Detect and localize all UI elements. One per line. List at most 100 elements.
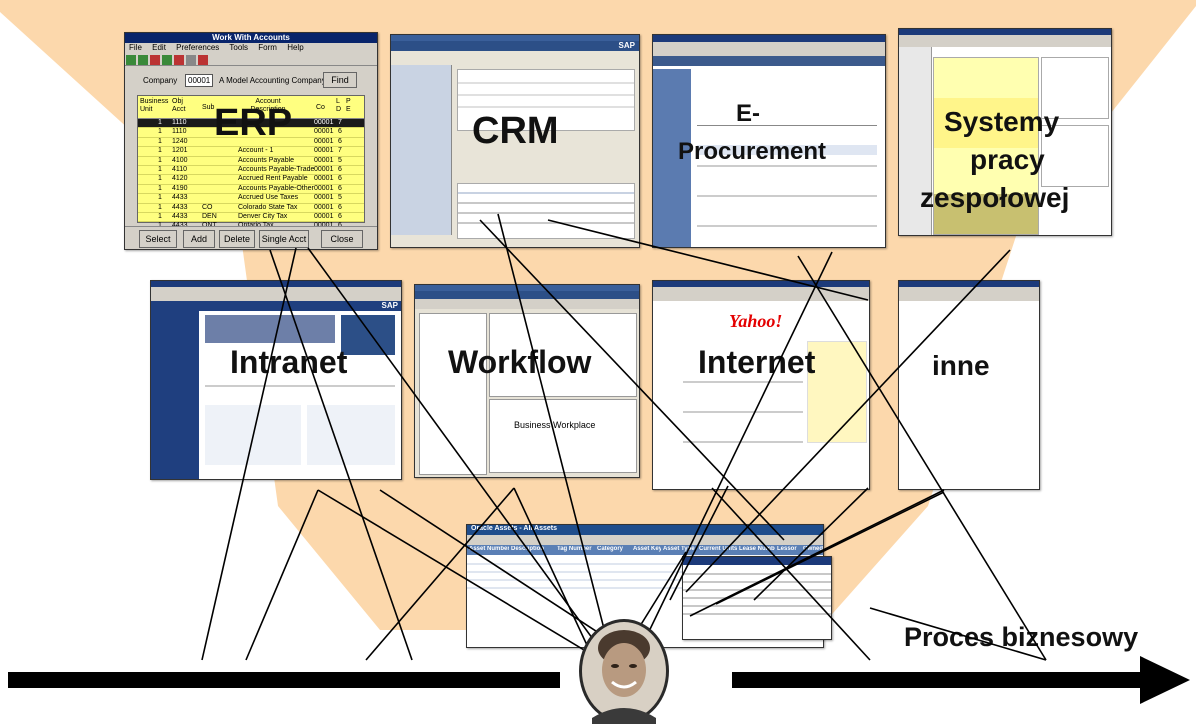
erp-grid: Business Unit Obj Acct Sub Account Descr… [137, 95, 365, 232]
table-cell: 6 [338, 184, 342, 192]
groupware-label-line1: Systemy [944, 106, 1060, 137]
groupware-label-line3: zespołowej [920, 182, 1070, 213]
company-name: A Model Accounting Company [219, 76, 326, 85]
oracle-column-header: Asset Number [469, 546, 509, 552]
crm-table [457, 183, 635, 239]
intranet-screenshot: SAP [150, 280, 402, 480]
erp-label: ERP [214, 102, 293, 144]
eprocurement-screenshot [652, 34, 886, 248]
single-acct-button[interactable]: Single Acct [259, 230, 309, 248]
table-cell: 1 [158, 119, 162, 126]
menu-tools[interactable]: Tools [229, 43, 249, 52]
table-cell: 00001 [314, 165, 334, 173]
company-label: Company [143, 76, 178, 85]
table-row[interactable]: 1 1201 Account - 1 00001 7 [138, 147, 364, 157]
erp-company-bar: Company 00001 A Model Accounting Company… [125, 66, 377, 96]
table-cell: 6 [338, 203, 342, 211]
oracle-column-header: Asset Type [663, 546, 695, 552]
groupware-mini-calendar [1041, 57, 1109, 119]
workflow-label: Workflow [448, 344, 592, 380]
menu-help[interactable]: Help [287, 43, 304, 52]
crm-tree [391, 65, 452, 235]
erp-screenshot: Work With Accounts File Edit Preferences… [124, 32, 378, 250]
table-cell: ONT [202, 222, 217, 230]
table-cell: 6 [338, 128, 342, 136]
table-cell: Accounts Payable-Trade [238, 165, 315, 173]
add-button[interactable]: Add [183, 230, 215, 248]
menu-edit[interactable]: Edit [152, 43, 166, 52]
table-cell: 1201 [172, 147, 188, 155]
workflow-tree [419, 313, 487, 475]
company-code-field[interactable]: 00001 [185, 74, 214, 87]
table-cell: 00001 [314, 156, 334, 164]
table-cell: 1 [158, 147, 162, 155]
table-cell: 1 [158, 203, 162, 211]
table-cell: 00001 [314, 137, 334, 145]
eprocurement-label-line2: Procurement [678, 138, 827, 165]
oracle-column-header: Category [597, 546, 624, 552]
crm-label: CRM [472, 110, 559, 152]
process-label: Proces biznesowy [904, 622, 1139, 652]
table-cell: 4120 [172, 175, 188, 183]
table-cell: 4433 [172, 194, 188, 202]
table-cell: 4433 [172, 203, 188, 211]
table-cell: 00001 [314, 203, 334, 211]
table-cell: 00001 [314, 222, 333, 230]
close-button[interactable]: Close [321, 230, 363, 248]
table-cell: 7 [338, 147, 342, 155]
table-cell: 1240 [172, 137, 188, 145]
groupware-folder-list [899, 47, 932, 235]
table-cell: Ontario Tax [238, 222, 274, 230]
table-cell: Denver City Tax [238, 212, 288, 220]
table-cell: 4190 [172, 184, 188, 192]
intranet-sidebar [151, 311, 199, 479]
oracle-column-header: Tag Number [557, 546, 592, 552]
table-cell: Account - 1 [238, 147, 274, 155]
table-cell: 00001 [314, 128, 334, 136]
menu-form[interactable]: Form [258, 43, 277, 52]
crm-header: SAP [391, 41, 639, 51]
select-button[interactable]: Select [139, 230, 177, 248]
table-cell: 6 [338, 137, 342, 145]
menu-preferences[interactable]: Preferences [176, 43, 220, 52]
eproc-sidebar [653, 69, 691, 247]
menu-file[interactable]: File [129, 43, 142, 52]
table-cell: 6 [338, 165, 342, 173]
table-cell: 5 [338, 194, 342, 202]
table-cell: 00001 [314, 194, 334, 202]
table-cell: Colorado State Tax [238, 203, 298, 211]
oracle-column-header: Owned/Leased [803, 546, 824, 552]
table-cell: 4100 [172, 156, 188, 164]
groupware-calendar-grid [933, 57, 1039, 235]
groupware-screenshot [898, 28, 1112, 236]
table-cell: 1 [158, 156, 162, 164]
table-cell: 5 [338, 156, 342, 164]
table-cell: 6 [338, 175, 342, 183]
table-cell: Accounts Payable-Other [238, 184, 314, 192]
erp-button-bar: Select Add Delete Single Acct Close [125, 226, 377, 249]
table-cell: 4433 [172, 212, 188, 220]
erp-toolbar [125, 53, 377, 66]
oracle-column-header: Lessor [777, 546, 797, 552]
table-cell: 1 [158, 222, 162, 230]
table-cell: 00001 [314, 147, 334, 155]
table-cell: DEN [202, 212, 217, 220]
find-button[interactable]: Find [323, 72, 357, 88]
table-cell: 1 [158, 128, 162, 136]
delete-button[interactable]: Delete [219, 230, 255, 248]
table-cell: 1 [158, 184, 162, 192]
workplace-panel: Business Workplace [489, 399, 637, 473]
groupware-label-line2: pracy [970, 144, 1045, 175]
